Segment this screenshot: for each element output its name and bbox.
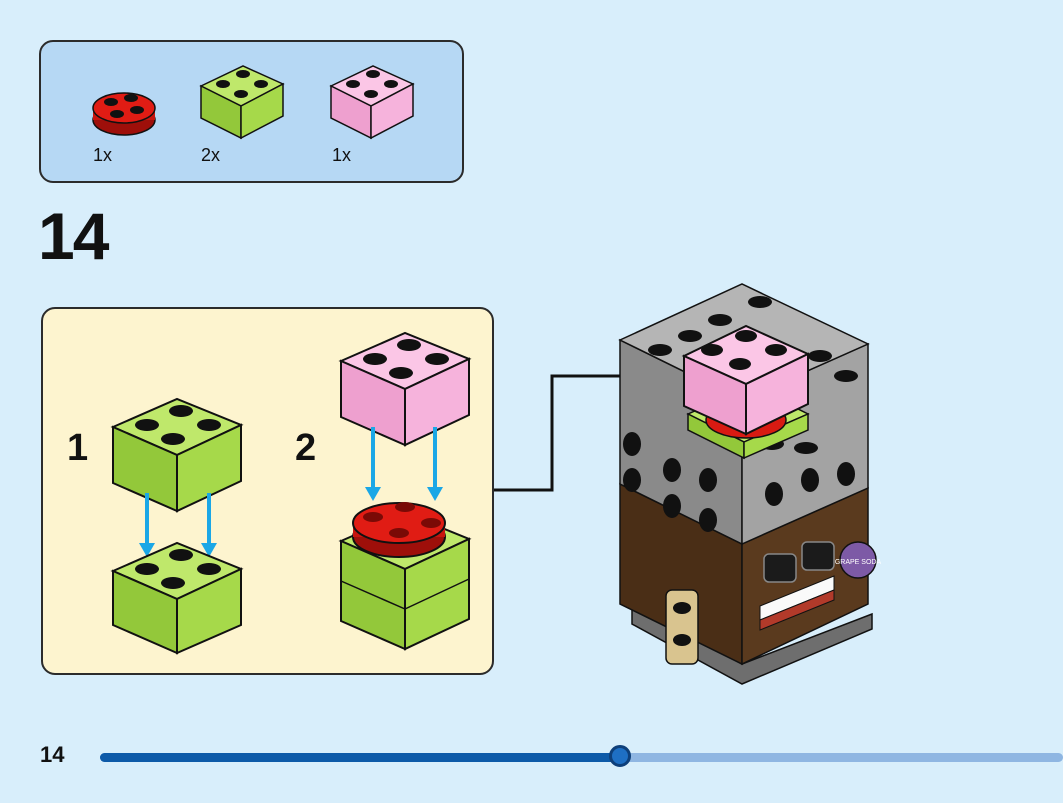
step-number: 14 [38,199,109,273]
substep-label-1: 1 [67,427,89,469]
parts-list-box: 1x 2x 1x [39,40,464,183]
progress-fill [100,753,621,762]
page-number: 14 [40,742,65,767]
part-qty-pink-brick: 1x [332,145,352,165]
model-illustration: GRAPE SODA [618,283,882,685]
progress-knob [609,745,632,767]
substep-2-illustration [338,331,472,651]
substeps-box: 1 2 [41,307,494,675]
part-qty-red-plate: 1x [93,145,113,165]
part-qty-lime-brick: 2x [201,145,221,165]
substep-label-2: 2 [295,427,317,469]
red-round-plate-part [92,92,156,136]
substep-1-illustration [110,397,244,655]
grape-soda-badge: GRAPE SODA [835,559,882,566]
lime-brick-part [199,65,285,140]
pink-brick-part [329,65,415,140]
